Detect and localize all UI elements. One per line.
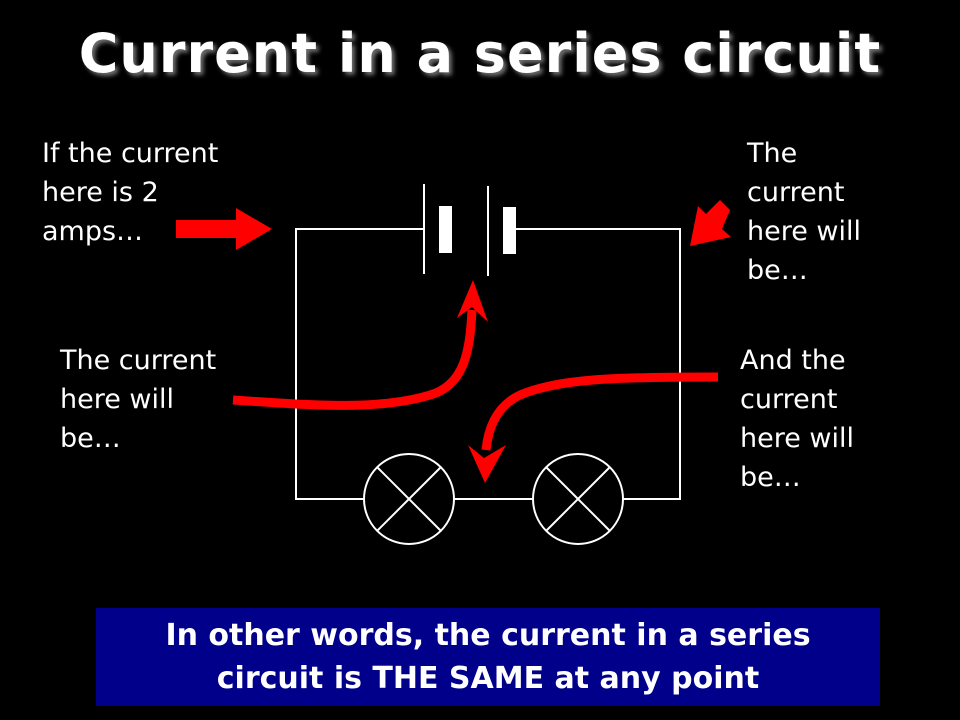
- curved-arrow-down-icon: [468, 372, 719, 483]
- label-top-left: If the current here is 2 amps…: [42, 138, 219, 247]
- wire-right: [515, 228, 681, 500]
- label-top-right: The current here will be…: [747, 138, 862, 286]
- battery-icon: [423, 184, 516, 276]
- arrow-right-icon: [176, 208, 272, 250]
- circuit-wires: [295, 228, 681, 500]
- slide-title: Current in a series circuit: [78, 22, 882, 85]
- lamp-1-icon: [363, 453, 455, 545]
- arrow-down-left-icon: [690, 200, 731, 246]
- summary-box: In other words, the current in a series …: [96, 608, 880, 706]
- lamp-2-icon: [532, 453, 624, 545]
- cell-1-short-plate: [439, 206, 452, 253]
- label-middle-left: The current here will be…: [60, 345, 217, 454]
- cell-2-short-plate: [503, 207, 516, 254]
- wire-left: [295, 228, 424, 500]
- curved-arrow-up-icon: [232, 280, 488, 410]
- label-middle-right: And the current here will be…: [740, 345, 855, 493]
